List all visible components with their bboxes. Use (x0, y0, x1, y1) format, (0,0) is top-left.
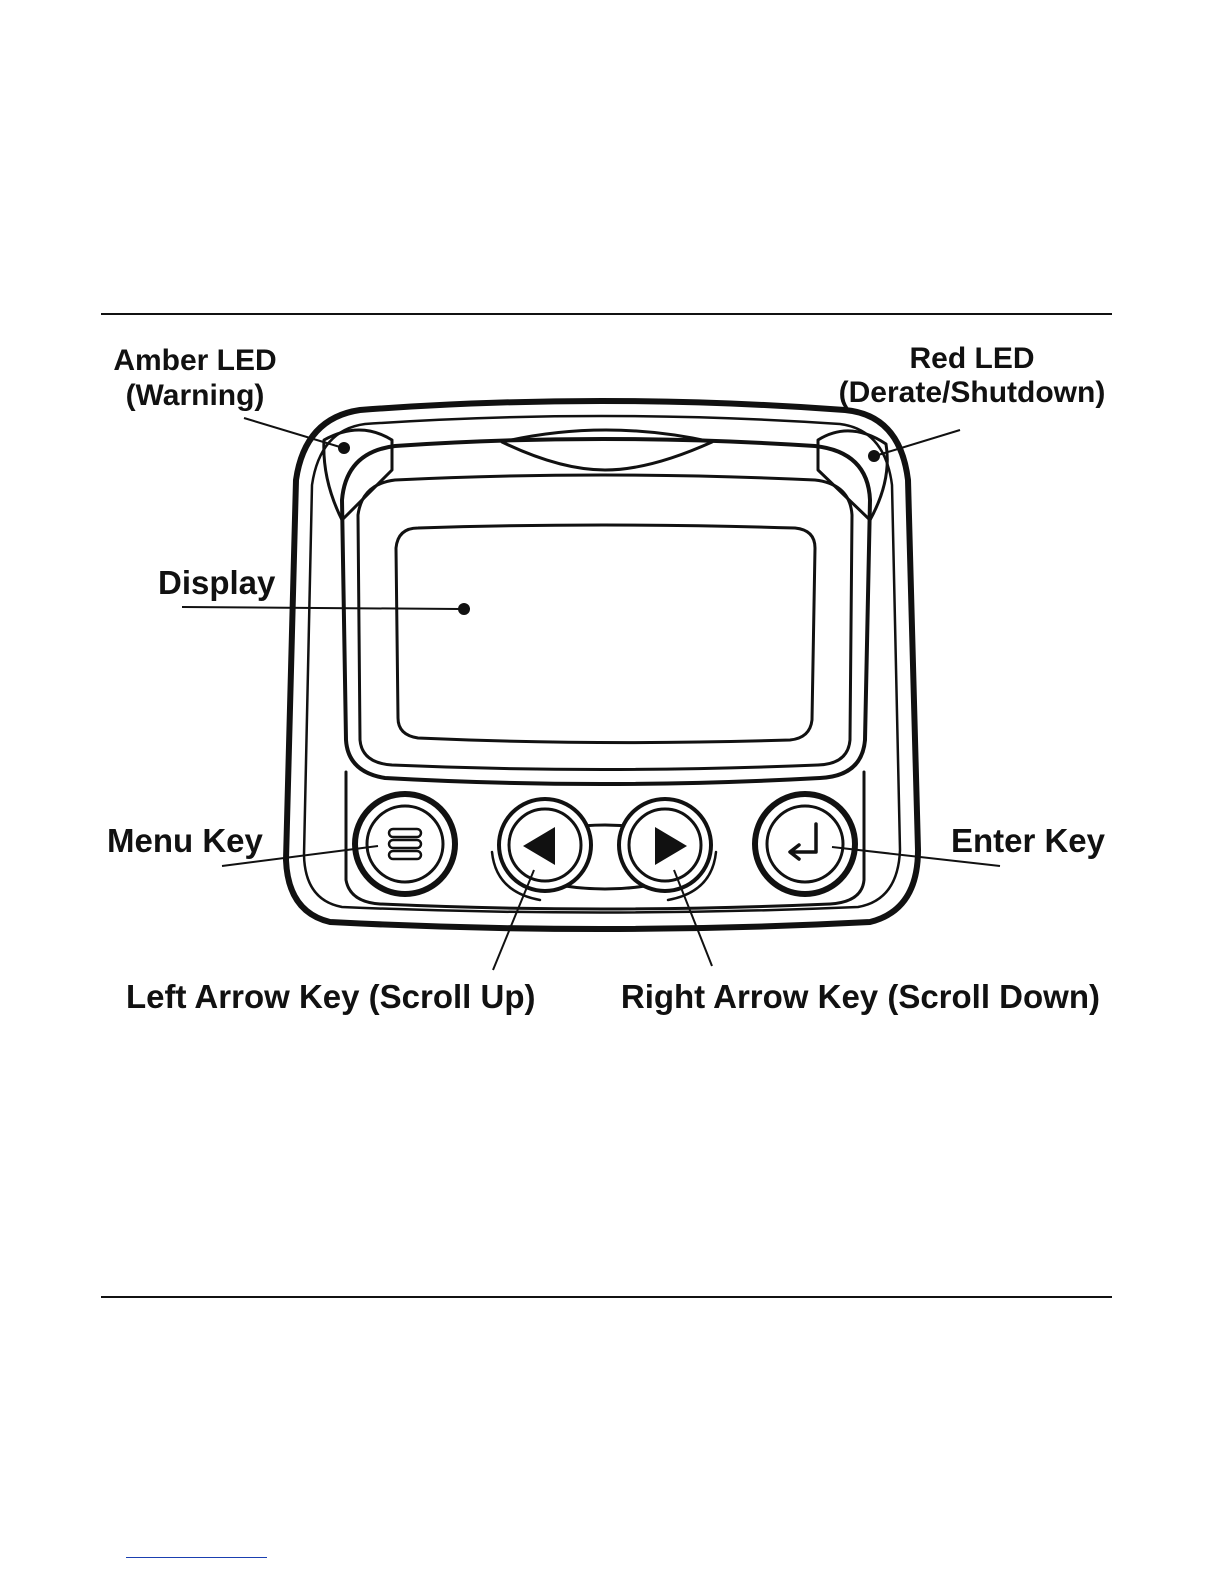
left-arrow-key-button[interactable] (499, 799, 591, 891)
right-arrow-key-button[interactable] (619, 799, 711, 891)
right-arrow-key-label: Right Arrow Key (Scroll Down) (621, 978, 1100, 1015)
display-bezel-outer (342, 439, 870, 784)
amber-led-dot (338, 442, 350, 454)
menu-key-label: Menu Key (107, 822, 264, 859)
red-led-dot (868, 450, 880, 462)
display-bezel-inner (358, 475, 852, 770)
menu-key-button[interactable] (355, 794, 455, 894)
right-arrow-leader (674, 870, 712, 966)
footer-link-underline[interactable] (126, 1557, 267, 1558)
amber-led-pod (324, 430, 392, 520)
enter-key-label: Enter Key (951, 822, 1106, 859)
display-label: Display (158, 564, 276, 601)
red-led-label-line2: (Derate/Shutdown) (839, 376, 1106, 409)
enter-key-button[interactable] (755, 794, 855, 894)
amber-led-label-line1: Amber LED (113, 344, 276, 377)
amber-led-label-line2: (Warning) (126, 379, 265, 412)
top-lens (502, 430, 712, 470)
lcd-screen (396, 525, 815, 743)
menu-lines-icon (389, 829, 421, 859)
display-leader (182, 607, 460, 609)
left-arrow-key-label: Left Arrow Key (Scroll Up) (126, 978, 536, 1015)
bottom-divider (101, 1296, 1112, 1298)
left-arrow-leader (493, 870, 534, 970)
red-led-label-line1: Red LED (909, 342, 1034, 375)
